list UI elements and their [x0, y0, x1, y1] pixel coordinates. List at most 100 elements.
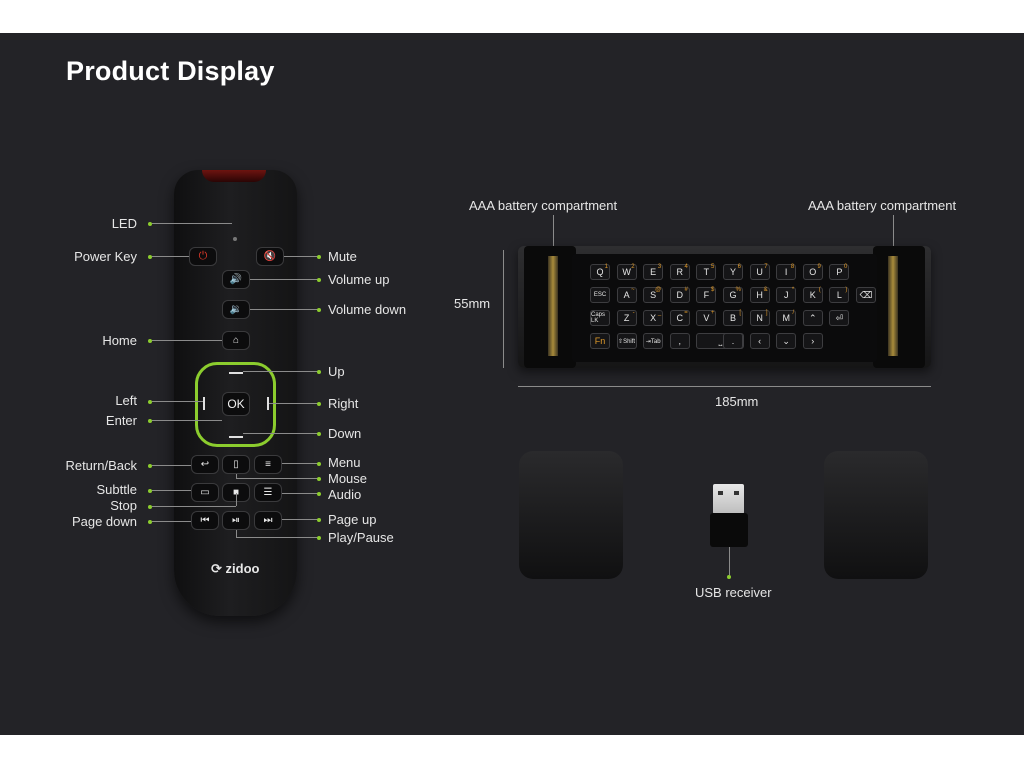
- return-button[interactable]: ↩: [191, 455, 219, 474]
- dpad-up[interactable]: [229, 372, 243, 374]
- callout-line: [152, 465, 191, 466]
- keyboard-key[interactable]: J*: [776, 287, 797, 303]
- dpad-left[interactable]: [203, 397, 205, 410]
- keyboard-key[interactable]: A~: [616, 287, 637, 303]
- callout-line: [152, 521, 191, 522]
- home-button[interactable]: ⌂: [222, 331, 250, 350]
- keyboard-key[interactable]: C=: [669, 310, 690, 326]
- keyboard-key[interactable]: N]: [749, 310, 770, 326]
- callout-dot: [317, 432, 321, 436]
- keyboard-key[interactable]: S@: [643, 287, 664, 303]
- keyboard-key[interactable]: ‹: [749, 333, 770, 349]
- mouse-button[interactable]: ▯: [222, 455, 250, 474]
- usb-contact: [718, 491, 723, 495]
- callout-dot: [148, 255, 152, 259]
- key-label: ⇥Tab: [645, 338, 661, 345]
- mute-button[interactable]: 🔇: [256, 247, 284, 266]
- key-label: ESC: [593, 292, 607, 298]
- keyboard-key[interactable]: H&: [749, 287, 770, 303]
- keyboard-key[interactable]: Z-: [616, 310, 637, 326]
- play-pause-button[interactable]: ⏯: [222, 511, 250, 530]
- key-label: I: [784, 267, 788, 277]
- label-return-back: Return/Back: [65, 458, 137, 473]
- key-label: X: [650, 313, 657, 323]
- keyboard-key[interactable]: K(: [802, 287, 823, 303]
- key-label: ⌫: [859, 289, 873, 300]
- keyboard-key[interactable]: G%: [723, 287, 743, 303]
- ir-window: [202, 170, 266, 182]
- volume-down-button[interactable]: 🔉: [222, 300, 250, 319]
- keyboard-key[interactable]: .: [723, 333, 743, 349]
- key-label: T: [703, 267, 710, 277]
- keyboard-key[interactable]: ⇧Shift: [616, 333, 637, 349]
- key-sublabel: /: [792, 310, 795, 316]
- aaa-battery-right: [888, 256, 898, 356]
- keyboard-key[interactable]: ⏎: [829, 310, 850, 326]
- key-label: J: [783, 290, 789, 300]
- callout-dot: [317, 370, 321, 374]
- callout-dot: [317, 536, 321, 540]
- subtitle-button[interactable]: ▭: [191, 483, 219, 502]
- dpad-down[interactable]: [229, 436, 243, 438]
- key-sublabel: (: [818, 287, 821, 293]
- keyboard-key[interactable]: ›: [802, 333, 823, 349]
- keyboard-key[interactable]: F$: [696, 287, 717, 303]
- volume-up-button[interactable]: 🔊: [222, 270, 250, 289]
- battery-compartment-right: [873, 246, 925, 368]
- keyboard-key[interactable]: ⇥Tab: [643, 333, 664, 349]
- keyboard-key[interactable]: B[: [723, 310, 743, 326]
- keyboard-key[interactable]: V+: [696, 310, 717, 326]
- keyboard-key[interactable]: ,: [669, 333, 690, 349]
- page-up-button[interactable]: ⏭: [254, 511, 282, 530]
- audio-button[interactable]: ☰: [254, 483, 282, 502]
- dpad-ring: [195, 362, 276, 447]
- ok-button[interactable]: OK: [222, 392, 250, 416]
- label-mouse: Mouse: [328, 471, 368, 486]
- page-down-button[interactable]: ⏮: [191, 511, 219, 530]
- keyboard-key[interactable]: ⌄: [776, 333, 797, 349]
- keyboard-key[interactable]: Caps LK: [590, 310, 610, 326]
- key-label: N: [756, 313, 763, 323]
- callout-line: [269, 403, 318, 404]
- key-label: Z: [623, 313, 630, 323]
- keyboard-key[interactable]: Fn: [590, 333, 610, 349]
- key-label: P: [836, 267, 843, 277]
- keyboard-key[interactable]: M/: [776, 310, 797, 326]
- brand-text: zidoo: [225, 561, 260, 576]
- keyboard-key[interactable]: ⌃: [802, 310, 823, 326]
- keyboard-key[interactable]: X_: [643, 310, 664, 326]
- keyboard-key[interactable]: ESC: [590, 287, 610, 303]
- label-page-down: Page down: [71, 514, 137, 529]
- callout-dot: [317, 255, 321, 259]
- keyboard-key[interactable]: ⌫: [856, 287, 876, 303]
- key-label: ,: [678, 336, 682, 346]
- callout-line: [243, 433, 318, 434]
- keyboard-key[interactable]: L): [829, 287, 850, 303]
- callout-line: [152, 223, 232, 224]
- menu-button[interactable]: ≡: [254, 455, 282, 474]
- power-button[interactable]: ⏻: [189, 247, 217, 266]
- key-label: W: [622, 267, 631, 277]
- stop-icon: ■: [233, 487, 239, 498]
- label-down: Down: [328, 426, 362, 441]
- key-sublabel: 3: [657, 264, 662, 270]
- callout-line: [250, 279, 318, 280]
- key-label: H: [756, 290, 763, 300]
- rewind-icon: ⏮: [200, 515, 210, 526]
- keyboard-key[interactable]: D#: [669, 287, 690, 303]
- key-sublabel: [: [739, 310, 741, 316]
- dpad-right[interactable]: [267, 397, 269, 410]
- label-stop: Stop: [110, 498, 137, 513]
- callout-line: [553, 215, 554, 255]
- key-label: K: [809, 290, 816, 300]
